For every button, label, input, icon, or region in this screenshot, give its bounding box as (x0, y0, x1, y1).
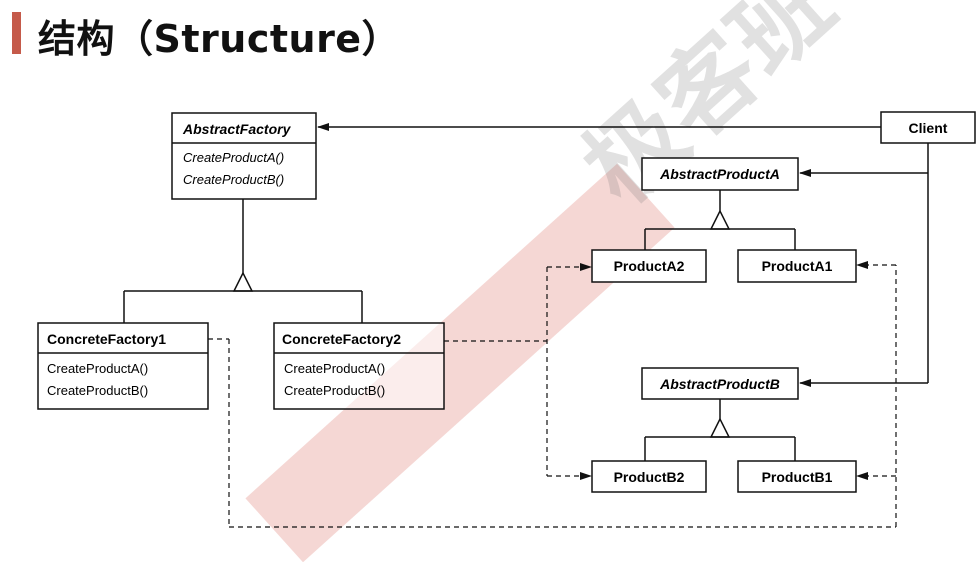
client-box: Client (880, 111, 976, 144)
arrowhead-product-a2 (580, 263, 592, 271)
product-a2-box: ProductA2 (591, 249, 707, 283)
product-b2-title: ProductB2 (614, 469, 685, 485)
abstract-factory-method-a: CreateProductA() (183, 150, 284, 165)
product-a2-title: ProductA2 (614, 258, 685, 274)
concrete-factory1-method-a: CreateProductA() (47, 361, 148, 376)
title-accent-bar (12, 12, 21, 54)
product-b2-box: ProductB2 (591, 460, 707, 493)
abstract-factory-box: AbstractFactory CreateProductA() CreateP… (171, 112, 317, 200)
page-title: 结构（Structure） (38, 17, 401, 61)
arrowhead-product-b2 (580, 472, 592, 480)
client-title: Client (909, 120, 948, 136)
concrete-factory1-box: ConcreteFactory1 CreateProductA() Create… (37, 322, 209, 410)
structure-diagram: AbstractFactory CreateProductA() CreateP… (37, 111, 976, 528)
product-b-inheritance (644, 399, 796, 461)
arrowhead-product-b1 (856, 472, 868, 480)
factory2-creates (444, 266, 582, 477)
product-a1-title: ProductA1 (762, 258, 833, 274)
abstract-factory-method-b: CreateProductB() (183, 172, 284, 187)
abstract-product-a-title: AbstractProductA (659, 166, 780, 182)
concrete-factory2-title: ConcreteFactory2 (282, 331, 401, 347)
abstract-product-b-box: AbstractProductB (641, 367, 799, 400)
product-a-inheritance (644, 190, 796, 250)
abstract-product-b-title: AbstractProductB (659, 376, 780, 392)
abstract-factory-title: AbstractFactory (182, 121, 292, 137)
product-a1-box: ProductA1 (737, 249, 857, 283)
arrowhead-product-a1 (856, 261, 868, 269)
product-b1-box: ProductB1 (737, 460, 857, 493)
concrete-factory1-method-b: CreateProductB() (47, 383, 148, 398)
concrete-factory1-title: ConcreteFactory1 (47, 331, 166, 347)
factory-inheritance (123, 199, 363, 323)
factory1-creates (208, 264, 897, 528)
abstract-product-a-box: AbstractProductA (641, 157, 799, 191)
concrete-factory2-box: ConcreteFactory2 CreateProductA() Create… (273, 322, 445, 410)
concrete-factory2-method-a: CreateProductA() (284, 361, 385, 376)
concrete-factory2-method-b: CreateProductB() (284, 383, 385, 398)
product-b1-title: ProductB1 (762, 469, 833, 485)
client-associations (317, 123, 929, 387)
